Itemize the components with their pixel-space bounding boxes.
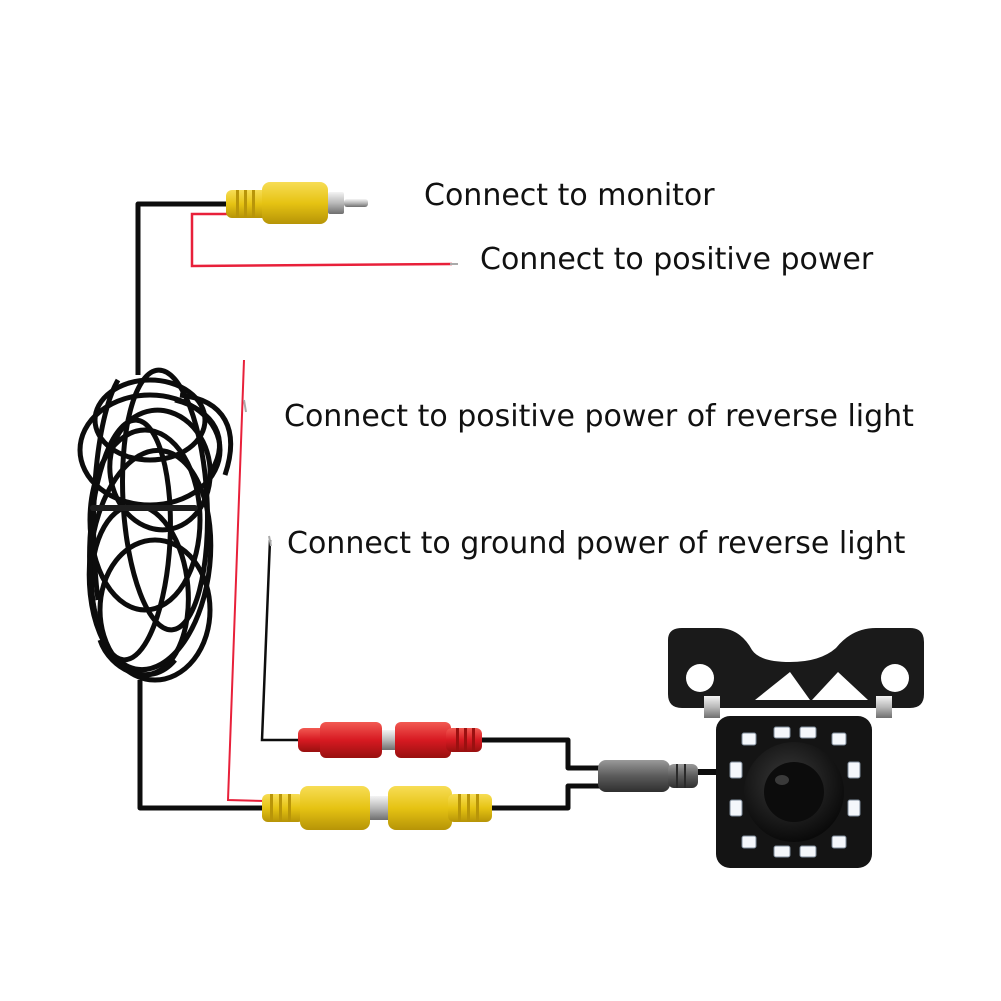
label-connect-positive-power: Connect to positive power bbox=[480, 242, 874, 277]
red-power-wire bbox=[190, 212, 453, 268]
cable-tie bbox=[90, 505, 198, 511]
coiled-cable-icon bbox=[77, 367, 234, 683]
rca-plug-icon bbox=[226, 182, 368, 224]
reverse-positive-wire bbox=[226, 359, 266, 802]
led-ring bbox=[729, 726, 861, 858]
reverse-ground-tip bbox=[268, 535, 272, 547]
top-cable bbox=[135, 201, 262, 811]
red-connector bbox=[298, 722, 482, 758]
cable-joint bbox=[598, 760, 722, 792]
label-connect-reverse-positive: Connect to positive power of reverse lig… bbox=[284, 399, 914, 434]
reverse-positive-tip bbox=[243, 399, 247, 413]
reverse-ground-wire bbox=[260, 539, 300, 742]
yellow-connector bbox=[262, 786, 492, 830]
label-connect-monitor: Connect to monitor bbox=[424, 178, 715, 213]
backup-camera-icon bbox=[668, 628, 924, 868]
connector-rail bbox=[478, 737, 600, 811]
label-connect-reverse-ground: Connect to ground power of reverse light bbox=[287, 526, 906, 561]
